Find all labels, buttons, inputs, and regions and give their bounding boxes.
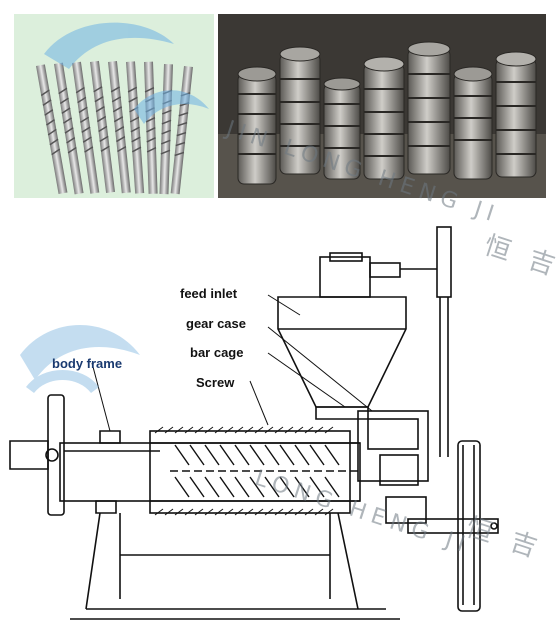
pulley-wheel — [407, 440, 499, 612]
screw-barrel — [59, 430, 361, 514]
body-frame — [70, 430, 400, 620]
label-gear-case: gear case — [186, 316, 246, 331]
label-body-frame: body frame — [52, 356, 123, 371]
label-bar-cage: bar cage — [190, 345, 244, 360]
label-screw: Screw — [196, 375, 235, 390]
gear-box-top — [319, 252, 450, 298]
oil-press-drawing — [9, 226, 499, 620]
hand-wheel — [9, 394, 160, 516]
screw-elements-photo — [218, 14, 546, 198]
screw-shafts-photo — [14, 14, 214, 198]
feed-hopper — [277, 296, 407, 420]
leader-lines — [91, 294, 373, 432]
watermark-logo-icon — [20, 325, 140, 394]
screw-element-stack — [237, 41, 537, 185]
screw-flights — [174, 444, 340, 498]
gear-case — [357, 410, 429, 524]
label-feed-inlet: feed inlet — [180, 286, 238, 301]
drive-rod — [436, 226, 452, 457]
bar-cage — [154, 426, 334, 516]
watermark-logo-icon — [44, 22, 209, 124]
